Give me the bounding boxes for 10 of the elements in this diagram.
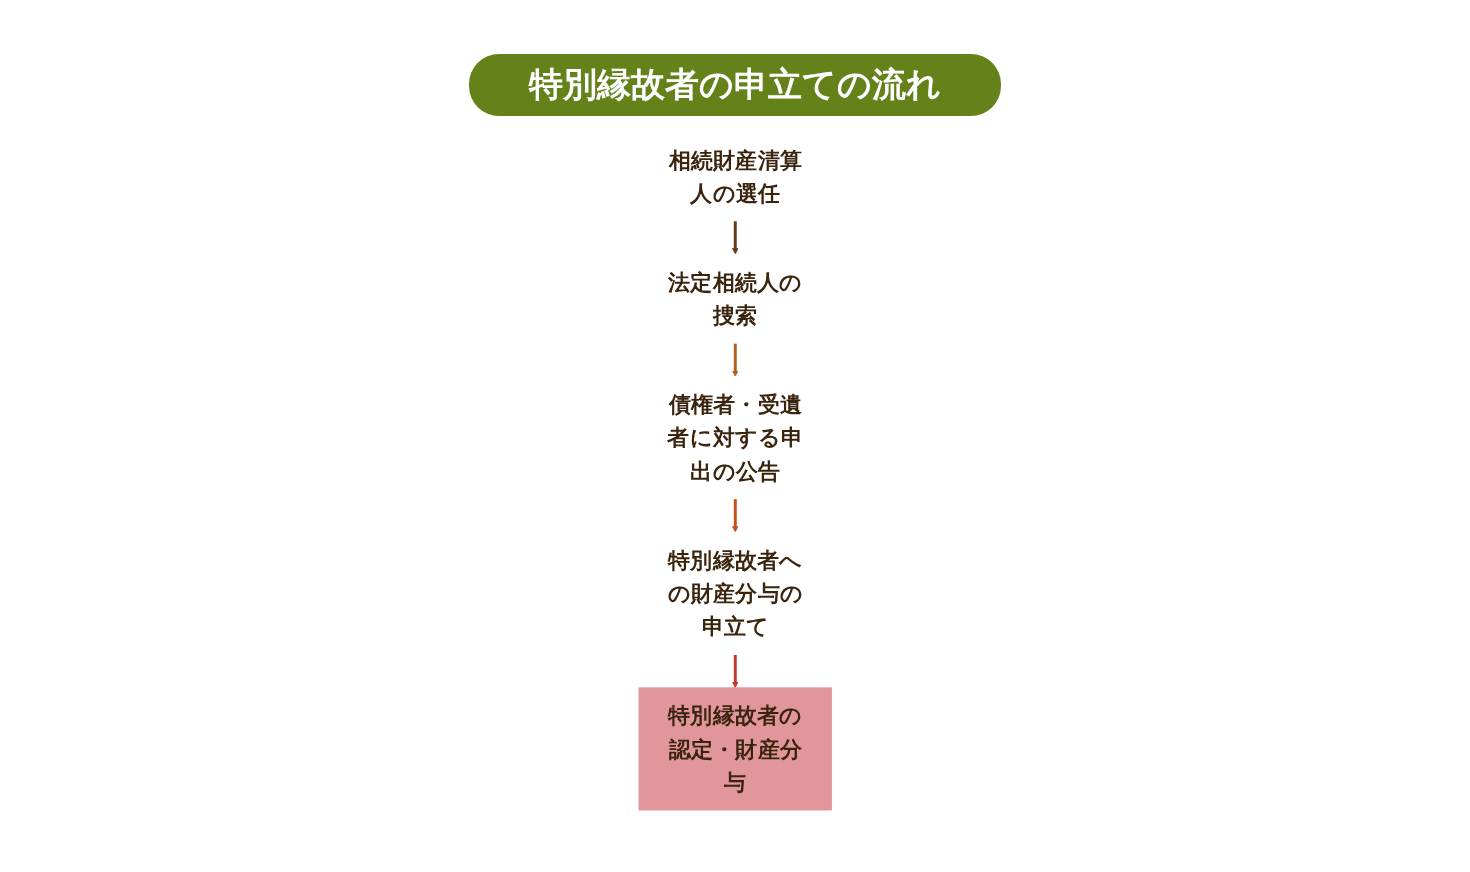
node-text: 相続財産清算人の選任 bbox=[668, 146, 802, 207]
title-banner: 特別縁故者の申立ての流れ bbox=[469, 54, 1001, 116]
node-box: 特別縁故者の認定・財産分与 bbox=[638, 687, 832, 811]
node-text: 特別縁故者への財産分与の申立て bbox=[667, 546, 803, 640]
node-text: 債権者・受遺者に対する申出の公告 bbox=[667, 391, 803, 484]
arrow bbox=[731, 220, 739, 255]
arrow bbox=[731, 343, 739, 377]
arrow bbox=[731, 498, 739, 533]
arrow bbox=[731, 654, 739, 689]
node-text: 法定相続人の捜索 bbox=[667, 269, 803, 329]
